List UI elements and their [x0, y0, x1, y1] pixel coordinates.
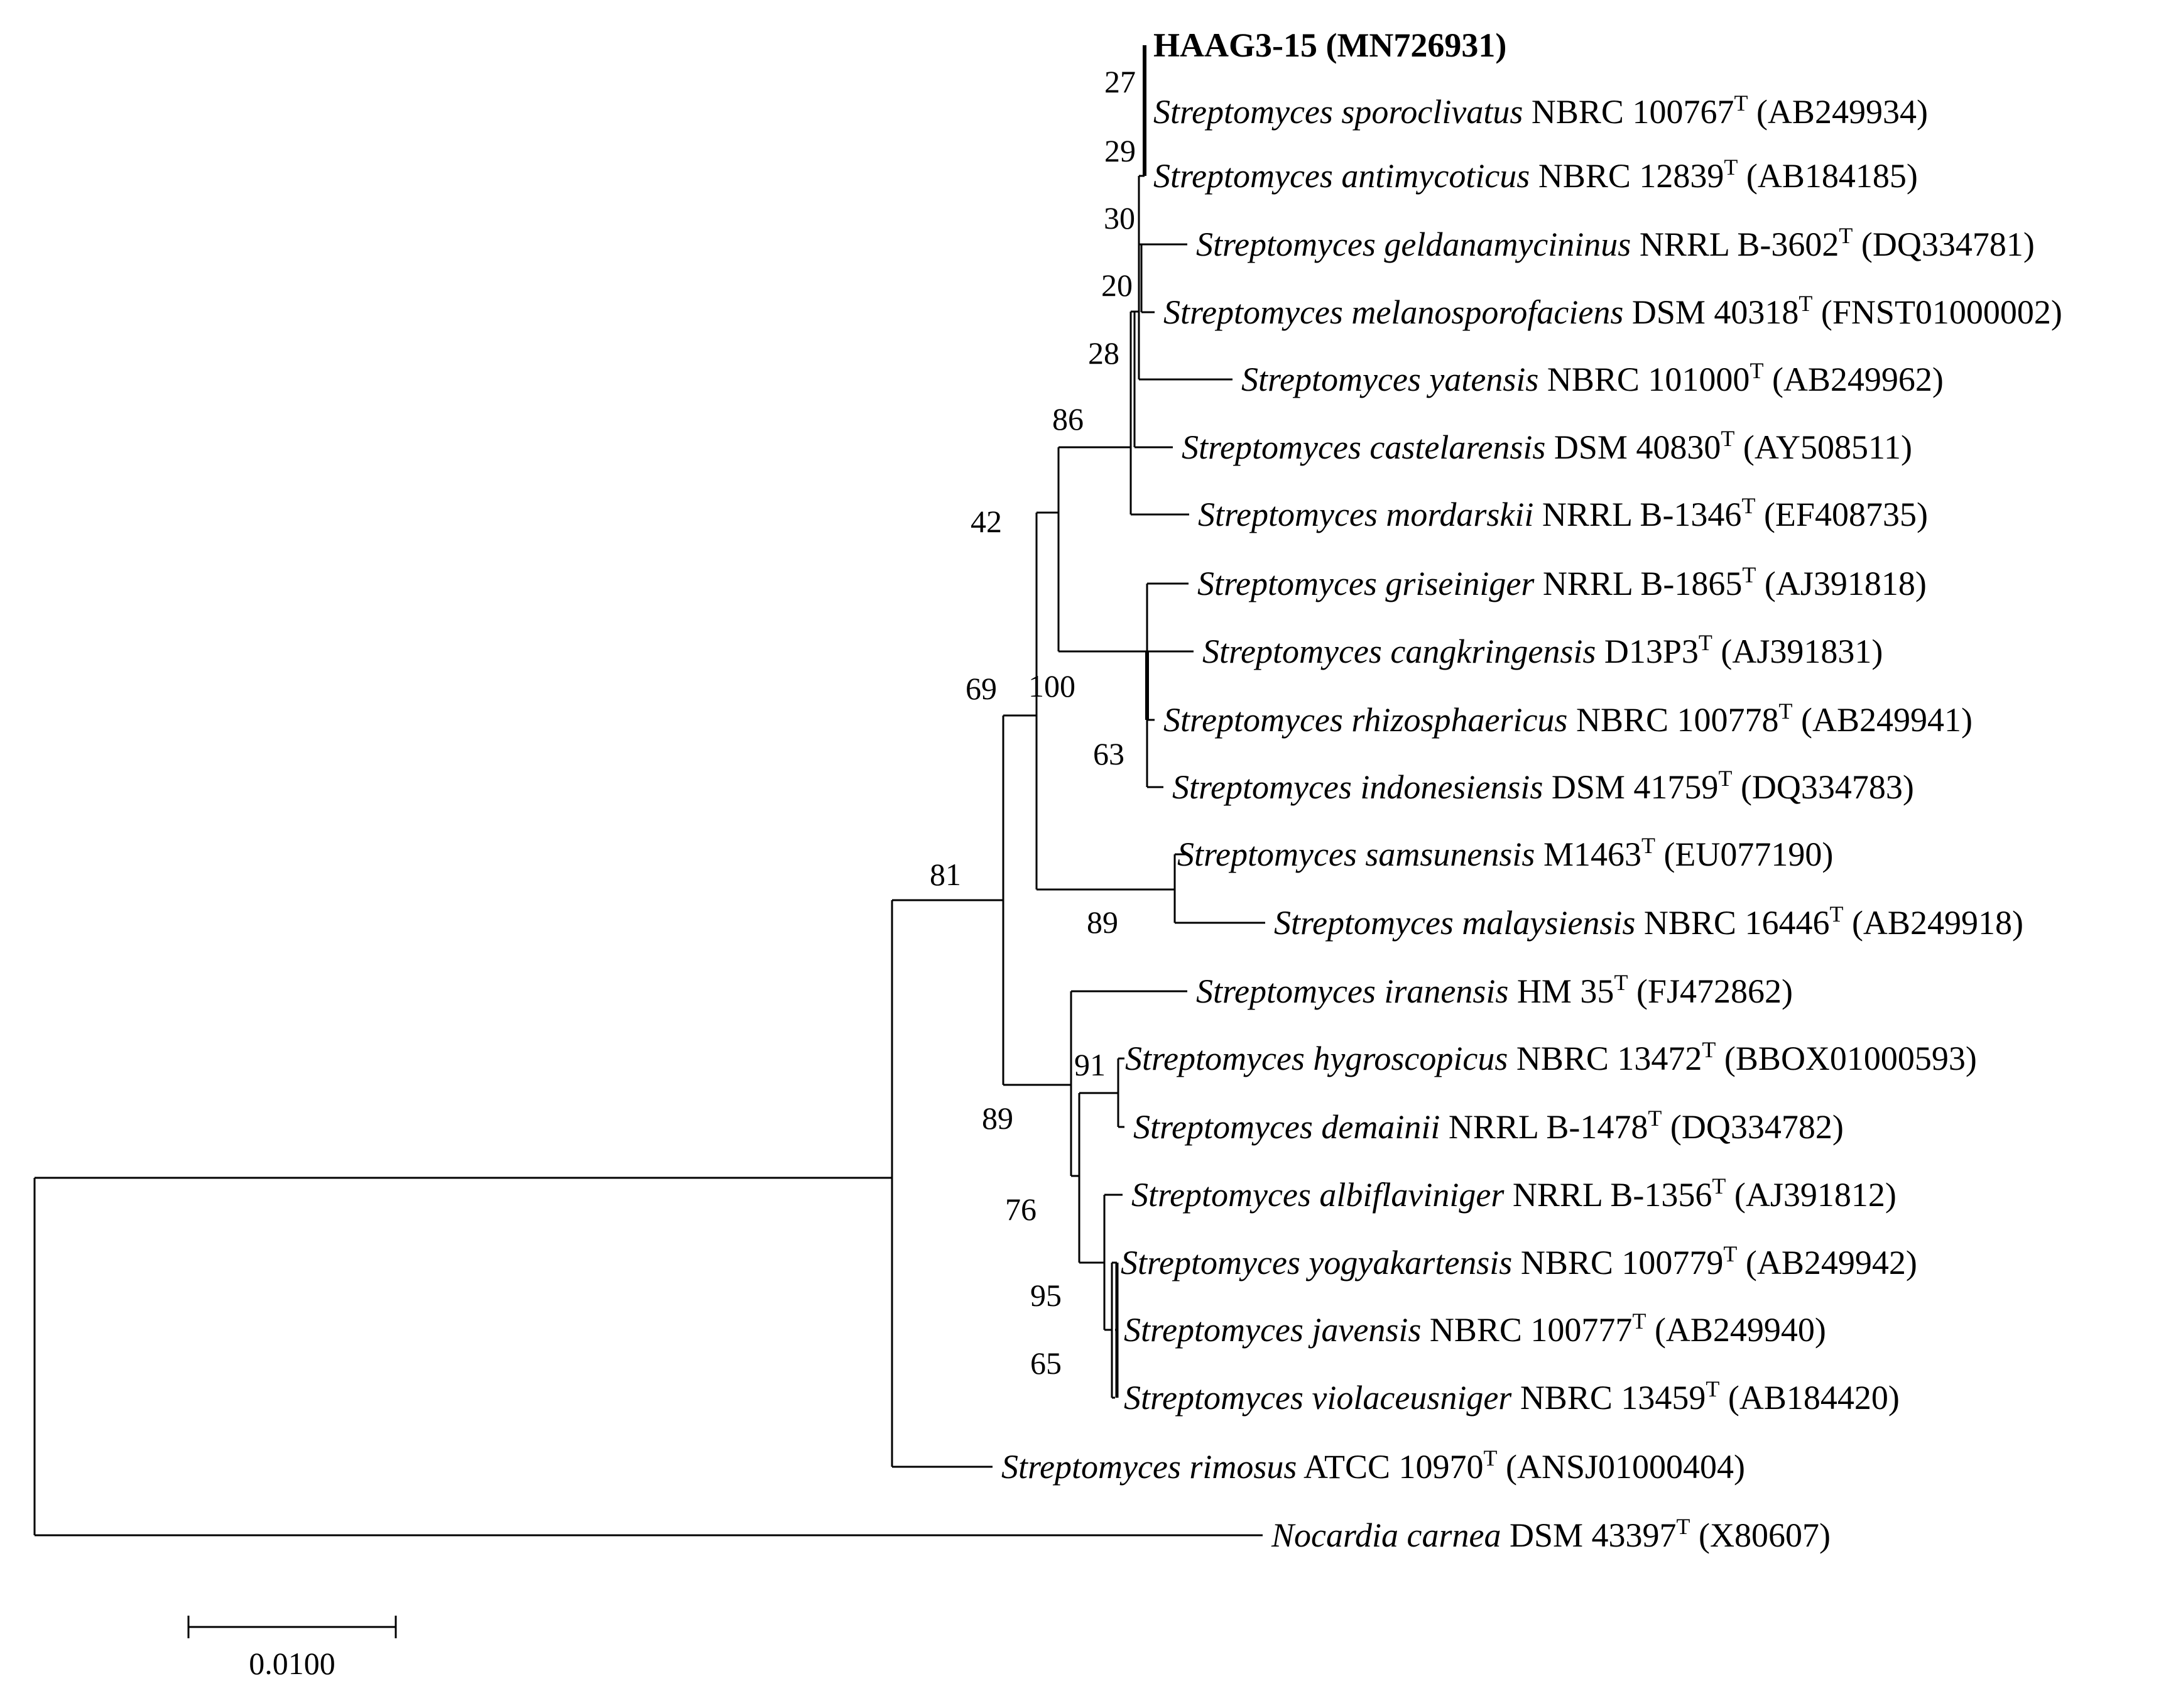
leaf-label-griseiniger: Streptomyces griseiniger NRRL B-1865T (A… — [1197, 562, 1927, 602]
bootstrap-value: 63 — [1093, 736, 1124, 771]
bootstrap-value: 29 — [1104, 133, 1136, 168]
leaf-label-indonesiensis: Streptomyces indonesiensis DSM 41759T (D… — [1172, 766, 1914, 806]
bootstrap-value: 89 — [982, 1101, 1013, 1136]
scale-bar-label: 0.0100 — [249, 1646, 335, 1681]
leaf-label-castelarensis: Streptomyces castelarensis DSM 40830T (A… — [1182, 426, 1912, 466]
leaf-label-cangkringensis: Streptomyces cangkringensis D13P3T (AJ39… — [1202, 630, 1883, 670]
leaf-label-geldanamycininus: Streptomyces geldanamycininus NRRL B-360… — [1196, 223, 2035, 263]
bootstrap-value: 30 — [1104, 200, 1135, 236]
leaf-label-yogyakartensis: Streptomyces yogyakartensis NBRC 100779T… — [1121, 1241, 1917, 1281]
leaf-label-sporoclivatus: Streptomyces sporoclivatus NBRC 100767T … — [1153, 90, 1928, 131]
leaf-label-melanosporofaciens: Streptomyces melanosporofaciens DSM 4031… — [1163, 291, 2062, 331]
leaf-label-samsunensis: Streptomyces samsunensis M1463T (EU07719… — [1177, 833, 1833, 873]
bootstrap-value: 86 — [1052, 401, 1084, 437]
bootstrap-value: 20 — [1101, 268, 1133, 303]
tree-branches — [33, 45, 1265, 1537]
leaf-label-rimosus: Streptomyces rimosus ATCC 10970T (ANSJ01… — [1001, 1445, 1745, 1486]
bootstrap-value: 27 — [1104, 64, 1136, 99]
bootstrap-value: 95 — [1030, 1278, 1062, 1313]
bootstrap-value: 28 — [1088, 335, 1119, 371]
leaf-label-albiflaviniger: Streptomyces albiflaviniger NRRL B-1356T… — [1131, 1173, 1897, 1214]
leaf-label-demainii: Streptomyces demainii NRRL B-1478T (DQ33… — [1133, 1106, 1844, 1146]
leaf-label-nocardia: Nocardia carnea DSM 43397T (X80607) — [1271, 1514, 1831, 1554]
bootstrap-value: 89 — [1087, 905, 1118, 940]
leaf-label-iranensis: Streptomyces iranensis HM 35T (FJ472862) — [1196, 970, 1793, 1010]
leaf-label-rhizosphaericus: Streptomyces rhizosphaericus NBRC 100778… — [1163, 699, 1973, 739]
bootstrap-value: 65 — [1030, 1346, 1062, 1381]
leaf-label-haag: HAAG3-15 (MN726931) — [1153, 26, 1506, 64]
leaf-label-javensis: Streptomyces javensis NBRC 100777T (AB24… — [1124, 1308, 1826, 1349]
leaf-labels: HAAG3-15 (MN726931) Streptomyces sporocli… — [1001, 26, 2062, 1554]
bootstrap-value: 69 — [966, 671, 997, 706]
leaf-label-mordarskii: Streptomyces mordarskii NRRL B-1346T (EF… — [1198, 493, 1928, 533]
bootstrap-value: 42 — [971, 504, 1002, 539]
leaf-label-hygroscopicus: Streptomyces hygroscopicus NBRC 13472T (… — [1125, 1037, 1977, 1077]
bootstrap-value: 91 — [1074, 1047, 1106, 1082]
bootstrap-value: 81 — [930, 857, 961, 892]
leaf-label-violaceusniger: Streptomyces violaceusniger NBRC 13459T … — [1124, 1376, 1900, 1417]
leaf-label-yatensis: Streptomyces yatensis NBRC 101000T (AB24… — [1241, 358, 1944, 398]
leaf-label-malaysiensis: Streptomyces malaysiensis NBRC 16446T (A… — [1274, 901, 2023, 942]
leaf-label-antimycoticus: Streptomyces antimycoticus NBRC 12839T (… — [1153, 155, 1918, 195]
bootstrap-value: 100 — [1028, 668, 1075, 704]
scale-bar: 0.0100 — [187, 1616, 397, 1681]
bootstrap-value: 76 — [1005, 1192, 1037, 1227]
